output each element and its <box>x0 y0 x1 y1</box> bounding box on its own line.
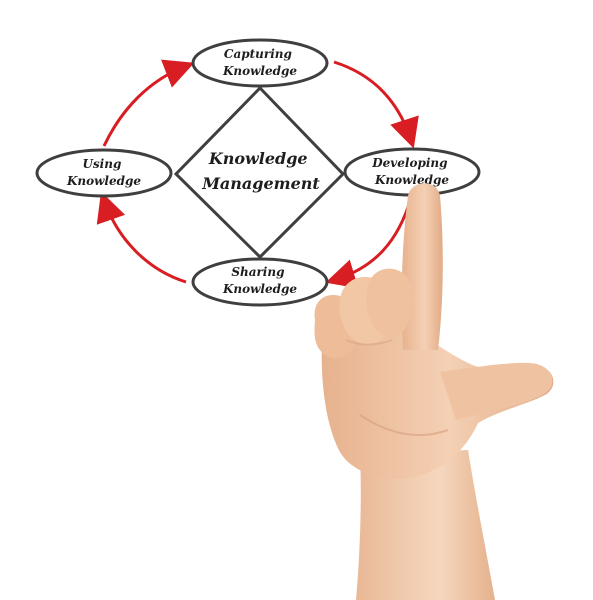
node-using-ellipse <box>35 148 173 198</box>
node-capturing-label: Capturing Knowledge <box>222 47 297 78</box>
center-label: Knowledge Management <box>201 149 320 193</box>
curled-finger-3 <box>366 268 413 337</box>
center-diamond <box>173 85 346 260</box>
palm <box>321 296 554 480</box>
node-capturing-ellipse <box>191 38 329 88</box>
node-using-label: Using Knowledge <box>66 157 141 188</box>
arrow-using-to-capturing <box>102 59 195 147</box>
arrow-developing-to-sharing <box>325 197 413 289</box>
node-sharing-label: Sharing Knowledge <box>222 265 297 296</box>
thumb <box>440 362 553 420</box>
index-finger <box>401 183 443 350</box>
arrow-sharing-to-using <box>96 191 187 284</box>
pointing-hand-illustration <box>314 183 554 600</box>
node-developing-label: Developing Knowledge <box>371 156 451 187</box>
node-sharing-ellipse <box>191 257 329 307</box>
knuckle-line <box>345 339 393 346</box>
arrow-capturing-to-developing <box>333 60 419 149</box>
forearm <box>356 450 495 600</box>
palm-line <box>359 414 449 436</box>
